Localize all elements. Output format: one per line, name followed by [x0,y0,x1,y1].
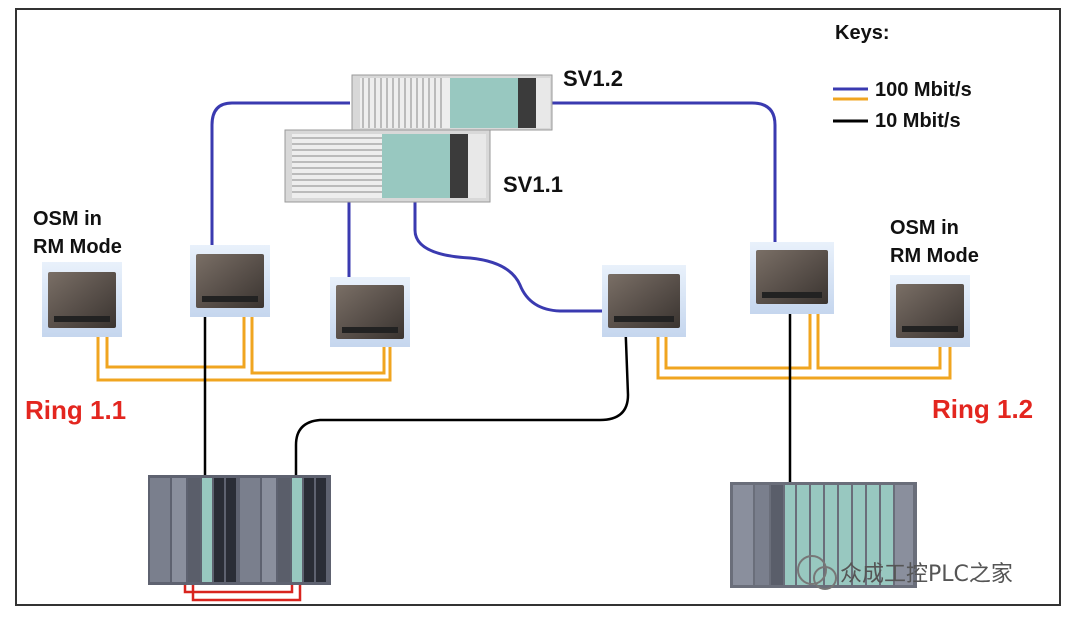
wechat-icon [797,555,837,590]
server-sv11-label: SV1.1 [503,172,563,197]
osm-switch-4 [602,265,686,337]
osm-switch-5 [750,242,834,314]
osm-left-label-line2: RM Mode [33,236,122,258]
osm-left-label-line1: OSM in [33,208,102,230]
osm-right-label-line2: RM Mode [890,245,979,267]
legend-swatches [833,87,868,123]
osm-switch-6 [890,275,970,347]
blue-links [210,101,777,313]
link-osm4-to-plc1 [294,314,630,478]
link-sv12-to-osm5 [550,101,777,295]
server-sv11 [284,129,491,203]
ring-1-2-links [656,310,952,380]
server-sv12 [351,74,553,131]
osm-right-label: OSM in RM Mode [890,214,979,270]
black-links [203,295,792,485]
osm-switch-1 [42,262,122,337]
osm-right-label-line1: OSM in [890,217,959,239]
plc-rack-redundant [148,475,331,585]
plc-rack-single [730,482,917,588]
osm-switch-3 [330,277,410,347]
link-sv12-to-osm2 [210,101,350,298]
link-sv11-to-osm4 [413,200,610,313]
ring-1-1-links [96,308,392,382]
osm-switch-2 [190,245,270,317]
osm-left-label: OSM in RM Mode [33,205,122,261]
legend-label-100mbit: 100 Mbit/s [875,79,972,101]
server-sv12-label: SV1.2 [563,66,623,91]
watermark-text: 众成工控PLC之家 [840,562,1013,587]
ring-1-1-label: Ring 1.1 [25,395,127,425]
legend-title: Keys: [835,22,890,44]
legend-label-10mbit: 10 Mbit/s [875,110,961,132]
ring-1-2-label: Ring 1.2 [932,394,1034,424]
